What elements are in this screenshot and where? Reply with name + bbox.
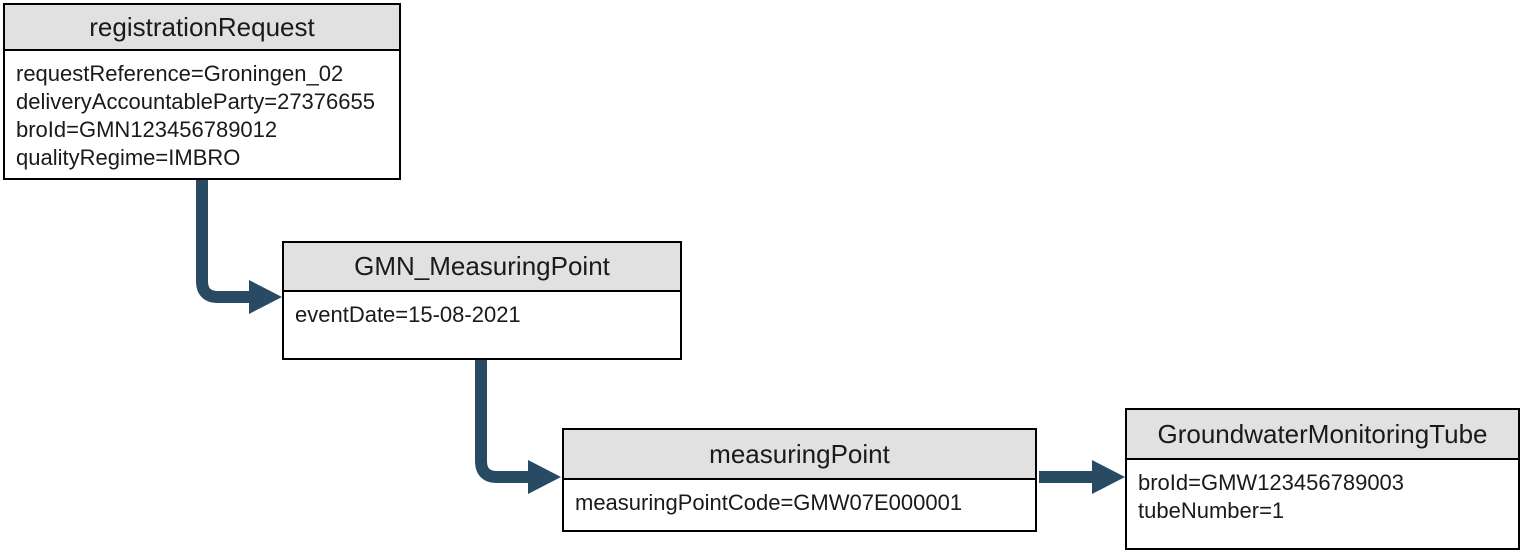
node-header: GMN_MeasuringPoint — [284, 243, 680, 292]
attribute-line: deliveryAccountableParty=27376655 — [16, 89, 375, 114]
connector-arrow-gmn-to-measuringpoint — [475, 359, 561, 494]
attribute-line: measuringPointCode=GMW07E000001 — [575, 490, 963, 515]
node-title: measuringPoint — [709, 438, 890, 469]
connector-line — [475, 359, 529, 483]
node-title: GMN_MeasuringPoint — [354, 251, 610, 281]
node-groundwater-monitoring-tube: GroundwaterMonitoringTube broId=GMW12345… — [1125, 408, 1520, 550]
connector-arrow-registration-to-gmn — [196, 179, 282, 314]
node-title: GroundwaterMonitoringTube — [1157, 418, 1488, 449]
node-body: requestReference=Groningen_02 deliveryAc… — [5, 51, 399, 172]
node-header: measuringPoint — [564, 430, 1035, 480]
node-gmn-measuring-point: GMN_MeasuringPoint eventDate=15-08-2021 — [282, 241, 682, 360]
attribute-line: requestReference=Groningen_02 — [16, 61, 344, 86]
attribute-line: qualityRegime=IMBRO — [16, 145, 241, 170]
node-title: registrationRequest — [89, 11, 315, 42]
attribute-line: broId=GMW123456789003 — [1138, 470, 1405, 495]
node-registration-request: registrationRequest requestReference=Gro… — [3, 3, 401, 180]
node-body: eventDate=15-08-2021 — [284, 292, 680, 329]
arrowhead-icon — [249, 280, 282, 314]
node-header: registrationRequest — [5, 5, 399, 51]
attribute-line: eventDate=15-08-2021 — [295, 302, 521, 327]
node-header: GroundwaterMonitoringTube — [1127, 410, 1518, 460]
node-body: broId=GMW123456789003 tubeNumber=1 — [1127, 460, 1518, 525]
node-measuring-point: measuringPoint measuringPointCode=GMW07E… — [562, 428, 1037, 532]
arrowhead-icon — [528, 460, 561, 494]
attribute-line: broId=GMN123456789012 — [16, 117, 278, 142]
attribute-line: tubeNumber=1 — [1138, 498, 1285, 523]
node-body: measuringPointCode=GMW07E000001 — [564, 480, 1035, 517]
arrowhead-icon — [1092, 460, 1125, 494]
connector-arrow-measuringpoint-to-tube — [1039, 460, 1125, 494]
connector-line — [196, 179, 250, 303]
